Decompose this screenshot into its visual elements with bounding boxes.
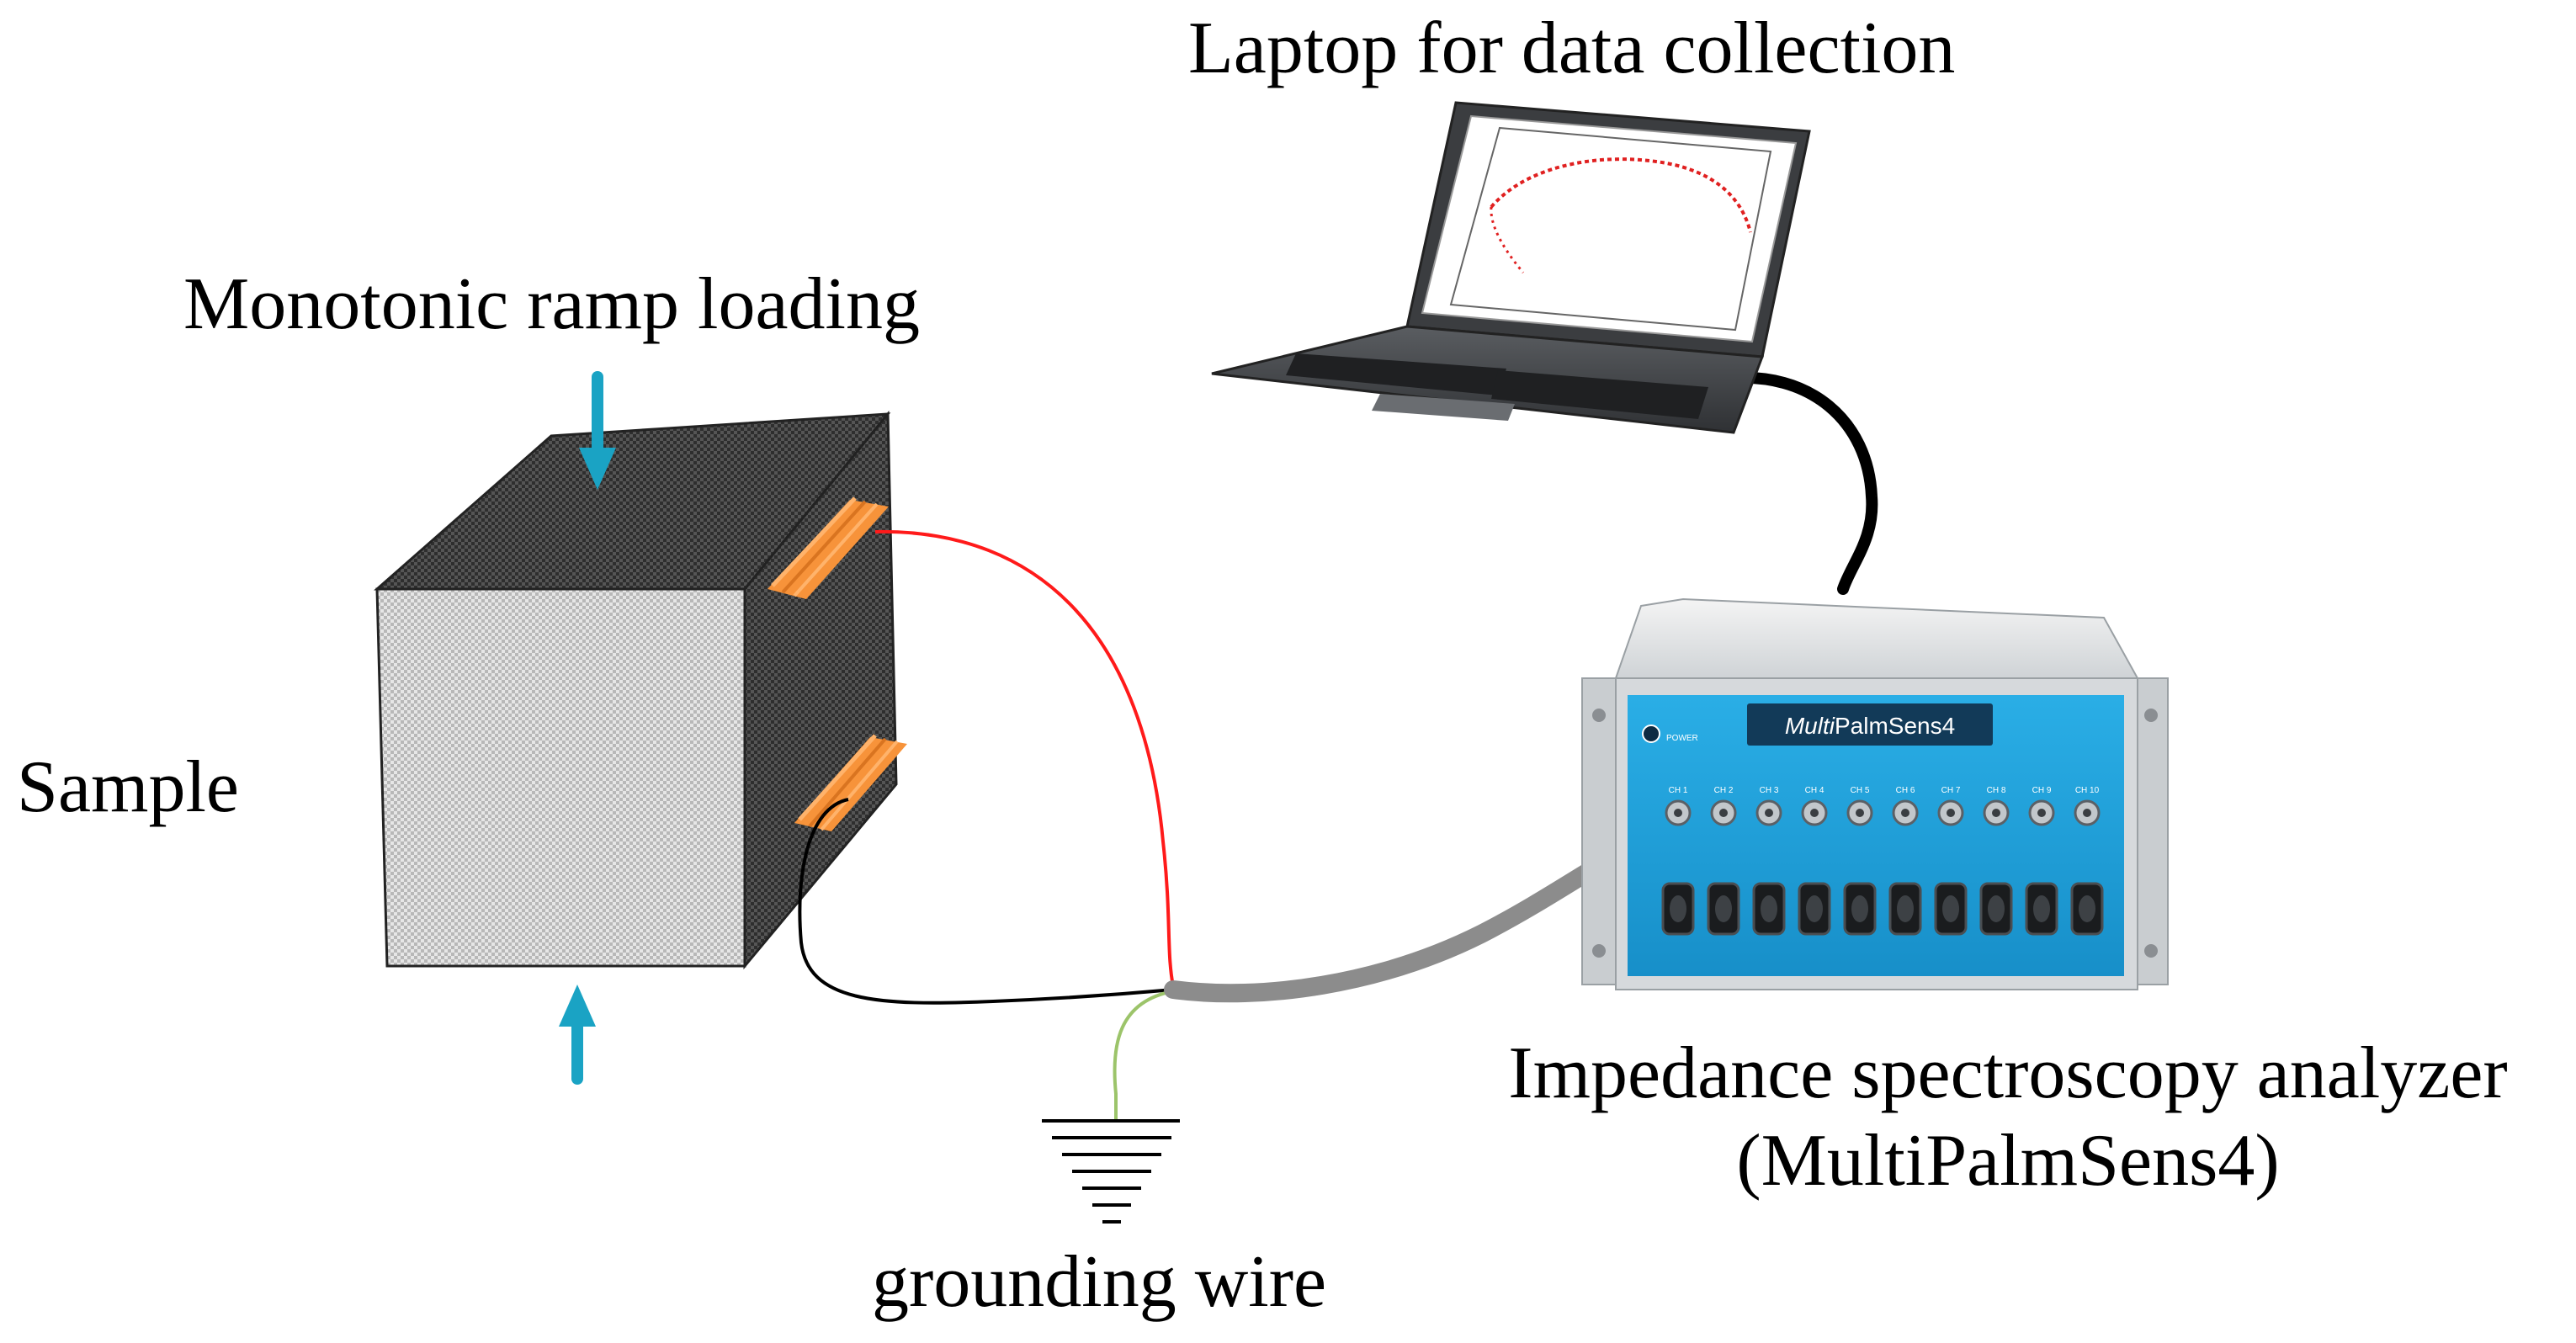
laptop [1211, 101, 1811, 434]
channel-label: CH 9 [2032, 786, 2052, 795]
brand-prefix: Multi [1785, 713, 1835, 739]
analyzer-model-label: (MultiPalmSens4) [1736, 1120, 2280, 1202]
channel-label: CH 5 [1851, 786, 1870, 795]
laptop-screen-plot [1449, 126, 1772, 332]
analyzer-brand-text: MultiPalmSens4 [1785, 713, 1955, 739]
channel-1: CH 1 [1661, 786, 1695, 936]
channel-7: CH 7 [1934, 786, 1968, 936]
impedance-analyzer: CH 1 CH 2 CH 3 CH 4 CH 5 CH 6 CH 7 CH 8 CH 9 CH 1… [1581, 597, 2169, 990]
channel-label: CH 2 [1714, 786, 1734, 795]
sample-label: Sample [17, 746, 239, 828]
channel-label: CH 3 [1760, 786, 1779, 795]
load-arrow-top [579, 371, 616, 490]
sample-cube [374, 410, 907, 970]
channel-label: CH 6 [1896, 786, 1915, 795]
ground-symbol [1042, 1119, 1180, 1224]
channel-label: CH 8 [1987, 786, 2006, 795]
channel-label: CH 1 [1669, 786, 1688, 795]
loading-label: Monotonic ramp loading [183, 263, 920, 345]
load-arrow-bottom [559, 985, 596, 1085]
laptop-cable [1721, 371, 1878, 595]
channel-2: CH 2 [1707, 786, 1740, 936]
channel-4: CH 4 [1798, 786, 1831, 936]
channel-5: CH 5 [1843, 786, 1877, 936]
power-label: POWER [1666, 734, 1698, 743]
analyzer-label: Impedance spectroscopy analyzer [1508, 1032, 2508, 1114]
electrode-upper [767, 496, 889, 599]
red-wire [874, 529, 1175, 987]
channel-3: CH 3 [1752, 786, 1786, 936]
brand-name: PalmSens4 [1835, 713, 1955, 739]
cube-side-face [743, 410, 898, 970]
channel-6: CH 6 [1888, 786, 1922, 936]
cube-front-face [375, 587, 746, 968]
channel-10: CH 10 [2070, 786, 2104, 936]
channel-8: CH 8 [1979, 786, 2013, 936]
channel-connectors: CH 1 CH 2 CH 3 CH 4 CH 5 CH 6 CH 7 CH 8 CH 9 CH 1… [1661, 786, 2104, 936]
channel-label: CH 7 [1941, 786, 1961, 795]
channel-label: CH 10 [2075, 786, 2100, 795]
channel-9: CH 9 [2025, 786, 2058, 936]
black-wire [798, 798, 1174, 1005]
laptop-label: Laptop for data collection [1188, 8, 1956, 89]
channel-label: CH 4 [1805, 786, 1824, 795]
power-button [1642, 725, 1660, 743]
grounding-wire-label: grounding wire [872, 1241, 1327, 1323]
green-ground-wire [1113, 990, 1174, 1121]
electrode-lower [794, 734, 907, 831]
